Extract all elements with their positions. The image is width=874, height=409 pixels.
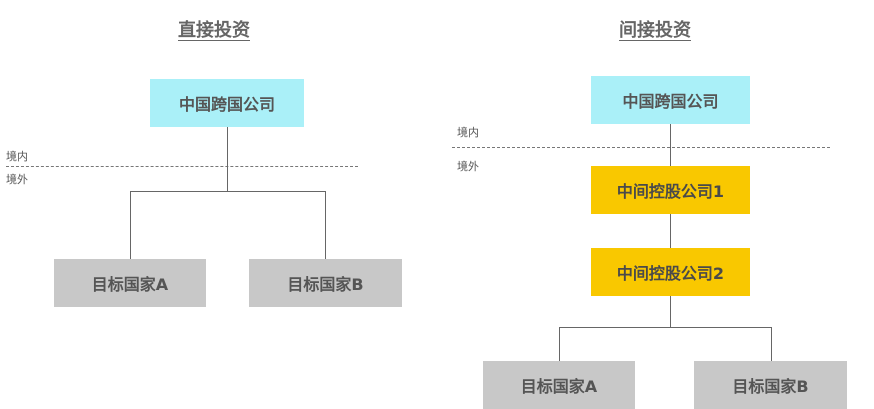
indirect-intermediate-holding-2-node: 中间控股公司2 (591, 248, 750, 296)
direct-connector-right-drop (325, 191, 326, 259)
direct-parent-company-node: 中国跨国公司 (150, 79, 304, 127)
indirect-connector-right-drop (771, 327, 772, 361)
indirect-overseas-label: 境外 (457, 160, 479, 173)
direct-target-country-b-node: 目标国家B (249, 259, 402, 307)
direct-domestic-label: 境内 (6, 150, 28, 163)
indirect-connector-parent-to-holding1 (670, 124, 671, 166)
indirect-intermediate-holding-1-node: 中间控股公司1 (591, 166, 750, 214)
indirect-connector-holding1-to-holding2 (670, 214, 671, 248)
indirect-connector-left-drop (559, 327, 560, 361)
direct-connector-trunk (227, 127, 228, 192)
indirect-target-country-b-node: 目标国家B (694, 361, 847, 409)
indirect-connector-trunk (670, 296, 671, 327)
indirect-target-country-a-node: 目标国家A (483, 361, 635, 409)
direct-target-country-a-node: 目标国家A (54, 259, 206, 307)
direct-overseas-label: 境外 (6, 173, 28, 186)
direct-connector-left-drop (130, 191, 131, 259)
indirect-domestic-label: 境内 (457, 126, 479, 139)
indirect-parent-company-node: 中国跨国公司 (591, 76, 750, 124)
direct-connector-branch (130, 191, 326, 192)
indirect-border-divider (452, 147, 830, 148)
indirect-connector-branch (559, 327, 772, 328)
direct-investment-title: 直接投资 (178, 20, 250, 41)
direct-border-divider (6, 166, 358, 167)
indirect-investment-title: 间接投资 (619, 20, 691, 41)
